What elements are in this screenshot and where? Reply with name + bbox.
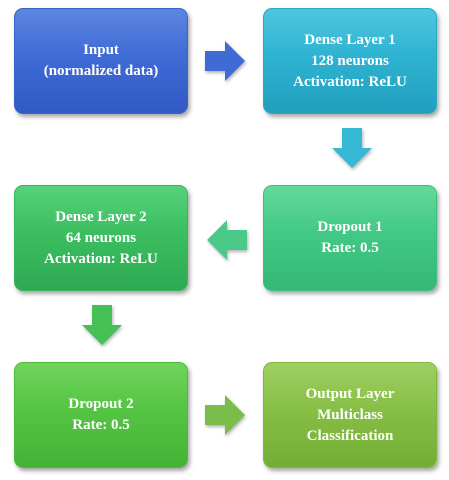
dropout-2-rate: Rate: 0.5 bbox=[72, 417, 130, 433]
dense-layer-2-activation: Activation: ReLU bbox=[44, 250, 158, 267]
arrow-left-icon bbox=[207, 220, 247, 260]
arrow-dropout1-to-dense2 bbox=[207, 220, 247, 260]
dense-layer-1-neurons: 128 neurons bbox=[311, 52, 389, 69]
dense-layer-2-node: Dense Layer 2 64 neurons Activation: ReL… bbox=[14, 185, 188, 291]
arrow-input-to-dense1 bbox=[205, 41, 245, 81]
dropout-2-node: Dropout 2 Rate: 0.5 bbox=[14, 362, 188, 468]
arrow-down-icon bbox=[332, 128, 372, 168]
output-layer-type-line1: Multiclass bbox=[317, 406, 383, 423]
input-node-title: Input bbox=[83, 42, 119, 58]
arrow-right-icon bbox=[205, 395, 245, 435]
dropout-2-title: Dropout 2 bbox=[68, 396, 134, 412]
output-layer-type-line2: Classification bbox=[306, 427, 394, 444]
dropout-1-node: Dropout 1 Rate: 0.5 bbox=[263, 185, 437, 291]
arrow-down-icon bbox=[82, 305, 122, 345]
dense-layer-2-neurons: 64 neurons bbox=[65, 229, 137, 246]
dense-layer-2-title: Dense Layer 2 bbox=[55, 208, 147, 225]
dense-layer-1-title: Dense Layer 1 bbox=[304, 31, 396, 48]
arrow-dense1-to-dropout1 bbox=[332, 128, 372, 168]
dense-layer-1-node: Dense Layer 1 128 neurons Activation: Re… bbox=[263, 8, 437, 114]
dense-layer-1-activation: Activation: ReLU bbox=[293, 73, 407, 90]
arrow-dense2-to-dropout2 bbox=[82, 305, 122, 345]
dropout-1-title: Dropout 1 bbox=[317, 219, 383, 235]
output-layer-title: Output Layer bbox=[305, 385, 395, 402]
output-layer-node: Output Layer Multiclass Classification bbox=[263, 362, 437, 468]
input-node-detail: (normalized data) bbox=[43, 63, 159, 79]
dropout-1-rate: Rate: 0.5 bbox=[321, 240, 379, 256]
arrow-right-icon bbox=[205, 41, 245, 81]
arrow-dropout2-to-output bbox=[205, 395, 245, 435]
input-node: Input (normalized data) bbox=[14, 8, 188, 114]
